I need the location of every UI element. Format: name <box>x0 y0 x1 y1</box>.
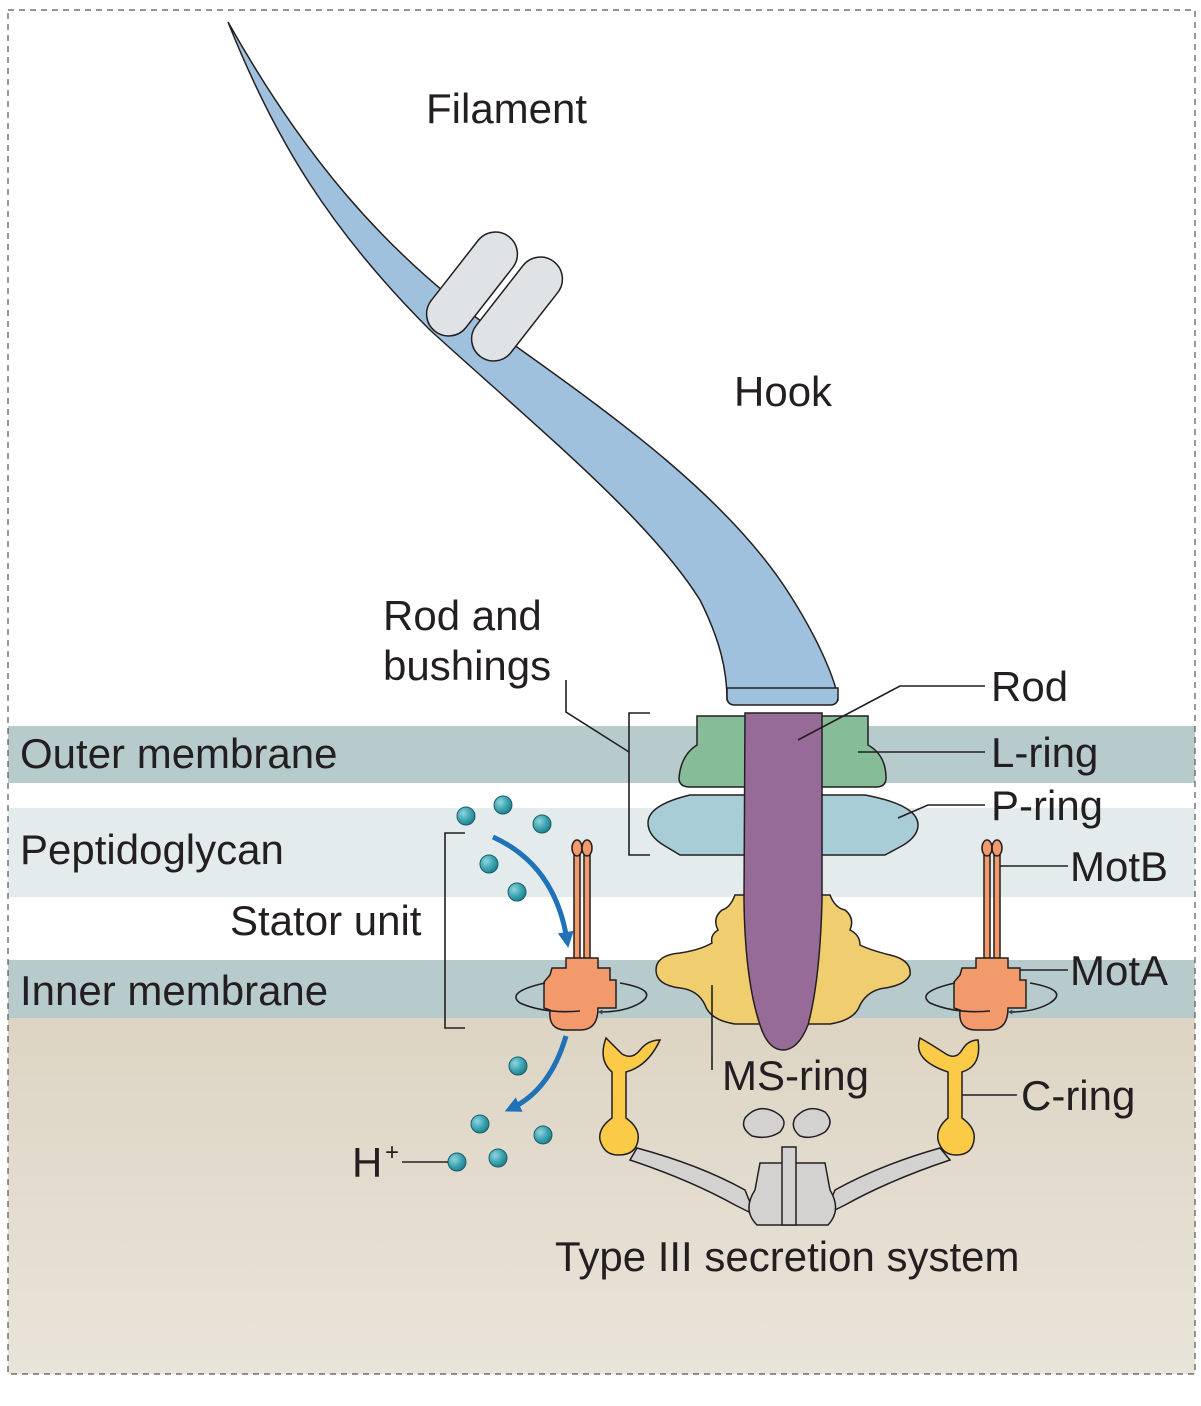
type3-label: Type III secretion system <box>555 1233 1020 1280</box>
stator-unit-label: Stator unit <box>230 897 422 944</box>
hook-base <box>726 687 839 706</box>
l-ring-label: L-ring <box>991 729 1098 776</box>
rod-label: Rod <box>991 663 1068 710</box>
rod-bushings-bracket <box>628 712 650 856</box>
h-ion-superscript: + <box>385 1139 399 1166</box>
outer-membrane-label: Outer membrane <box>20 730 337 777</box>
rod-and-bushings-label-line2: bushings <box>383 642 551 689</box>
inner-membrane-label: Inner membrane <box>20 967 328 1014</box>
proton-ions <box>447 795 553 1172</box>
stator-unit-left <box>515 839 648 1031</box>
filament-bushings <box>425 231 564 362</box>
type3-secretion-system <box>628 1107 952 1226</box>
motb-label: MotB <box>1070 843 1168 890</box>
c-ring-left <box>599 1036 662 1156</box>
rod-leader <box>797 685 985 741</box>
mota-label: MotA <box>1070 947 1168 994</box>
cytoplasm-region <box>8 1018 1195 1374</box>
stator-unit-right <box>925 839 1058 1031</box>
proton-outflow-arrow <box>504 1035 569 1112</box>
h-ion-label: H <box>352 1139 382 1186</box>
peptidoglycan-label: Peptidoglycan <box>20 826 284 873</box>
stator-bracket <box>444 832 465 1029</box>
outer-membrane-band <box>8 726 1195 783</box>
p-ring-leader <box>897 804 985 819</box>
proton-inflow-arrow <box>491 834 574 948</box>
p-ring-label: P-ring <box>991 782 1103 829</box>
rod <box>743 712 823 1051</box>
rod-bushings-leader <box>565 680 630 753</box>
c-ring-label: C-ring <box>1021 1072 1135 1119</box>
c-ring-right <box>917 1036 980 1156</box>
rod-and-bushings-label-line1: Rod and <box>383 592 542 639</box>
ms-ring-label: MS-ring <box>722 1052 869 1099</box>
hook-label: Hook <box>734 368 833 415</box>
filament-label: Filament <box>426 85 587 132</box>
